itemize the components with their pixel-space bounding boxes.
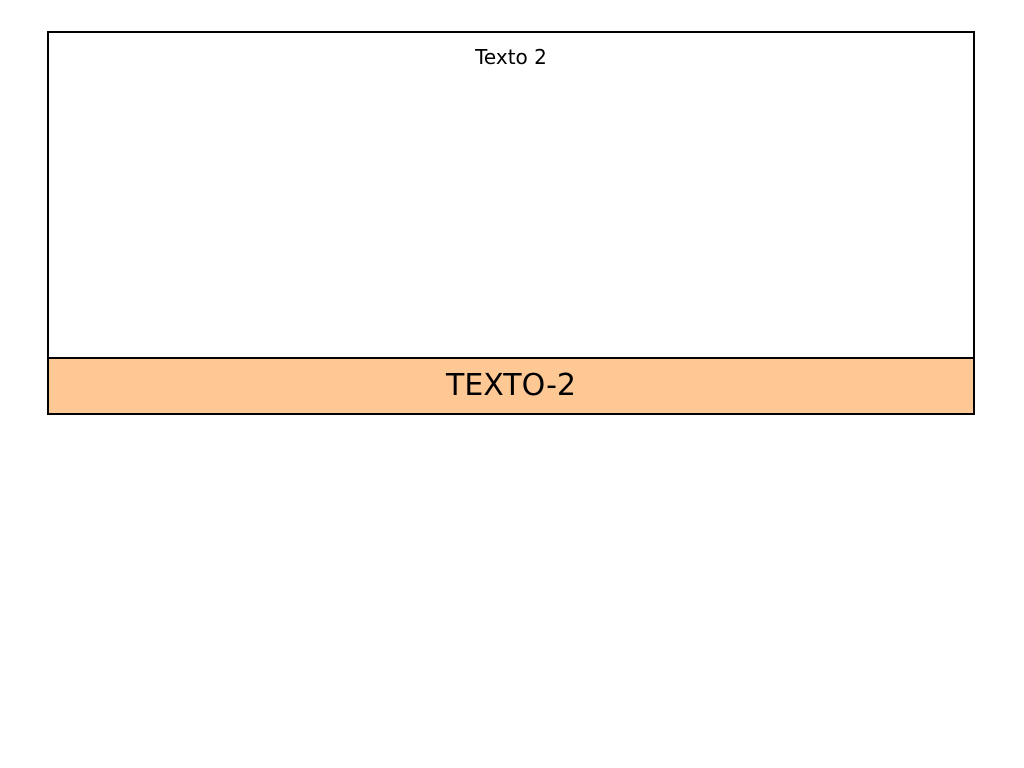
card-footer-label[interactable]: TEXTO-2 bbox=[49, 357, 973, 413]
card-title: Texto 2 bbox=[475, 45, 547, 69]
text-card[interactable]: Texto 2 TEXTO-2 bbox=[47, 31, 975, 415]
